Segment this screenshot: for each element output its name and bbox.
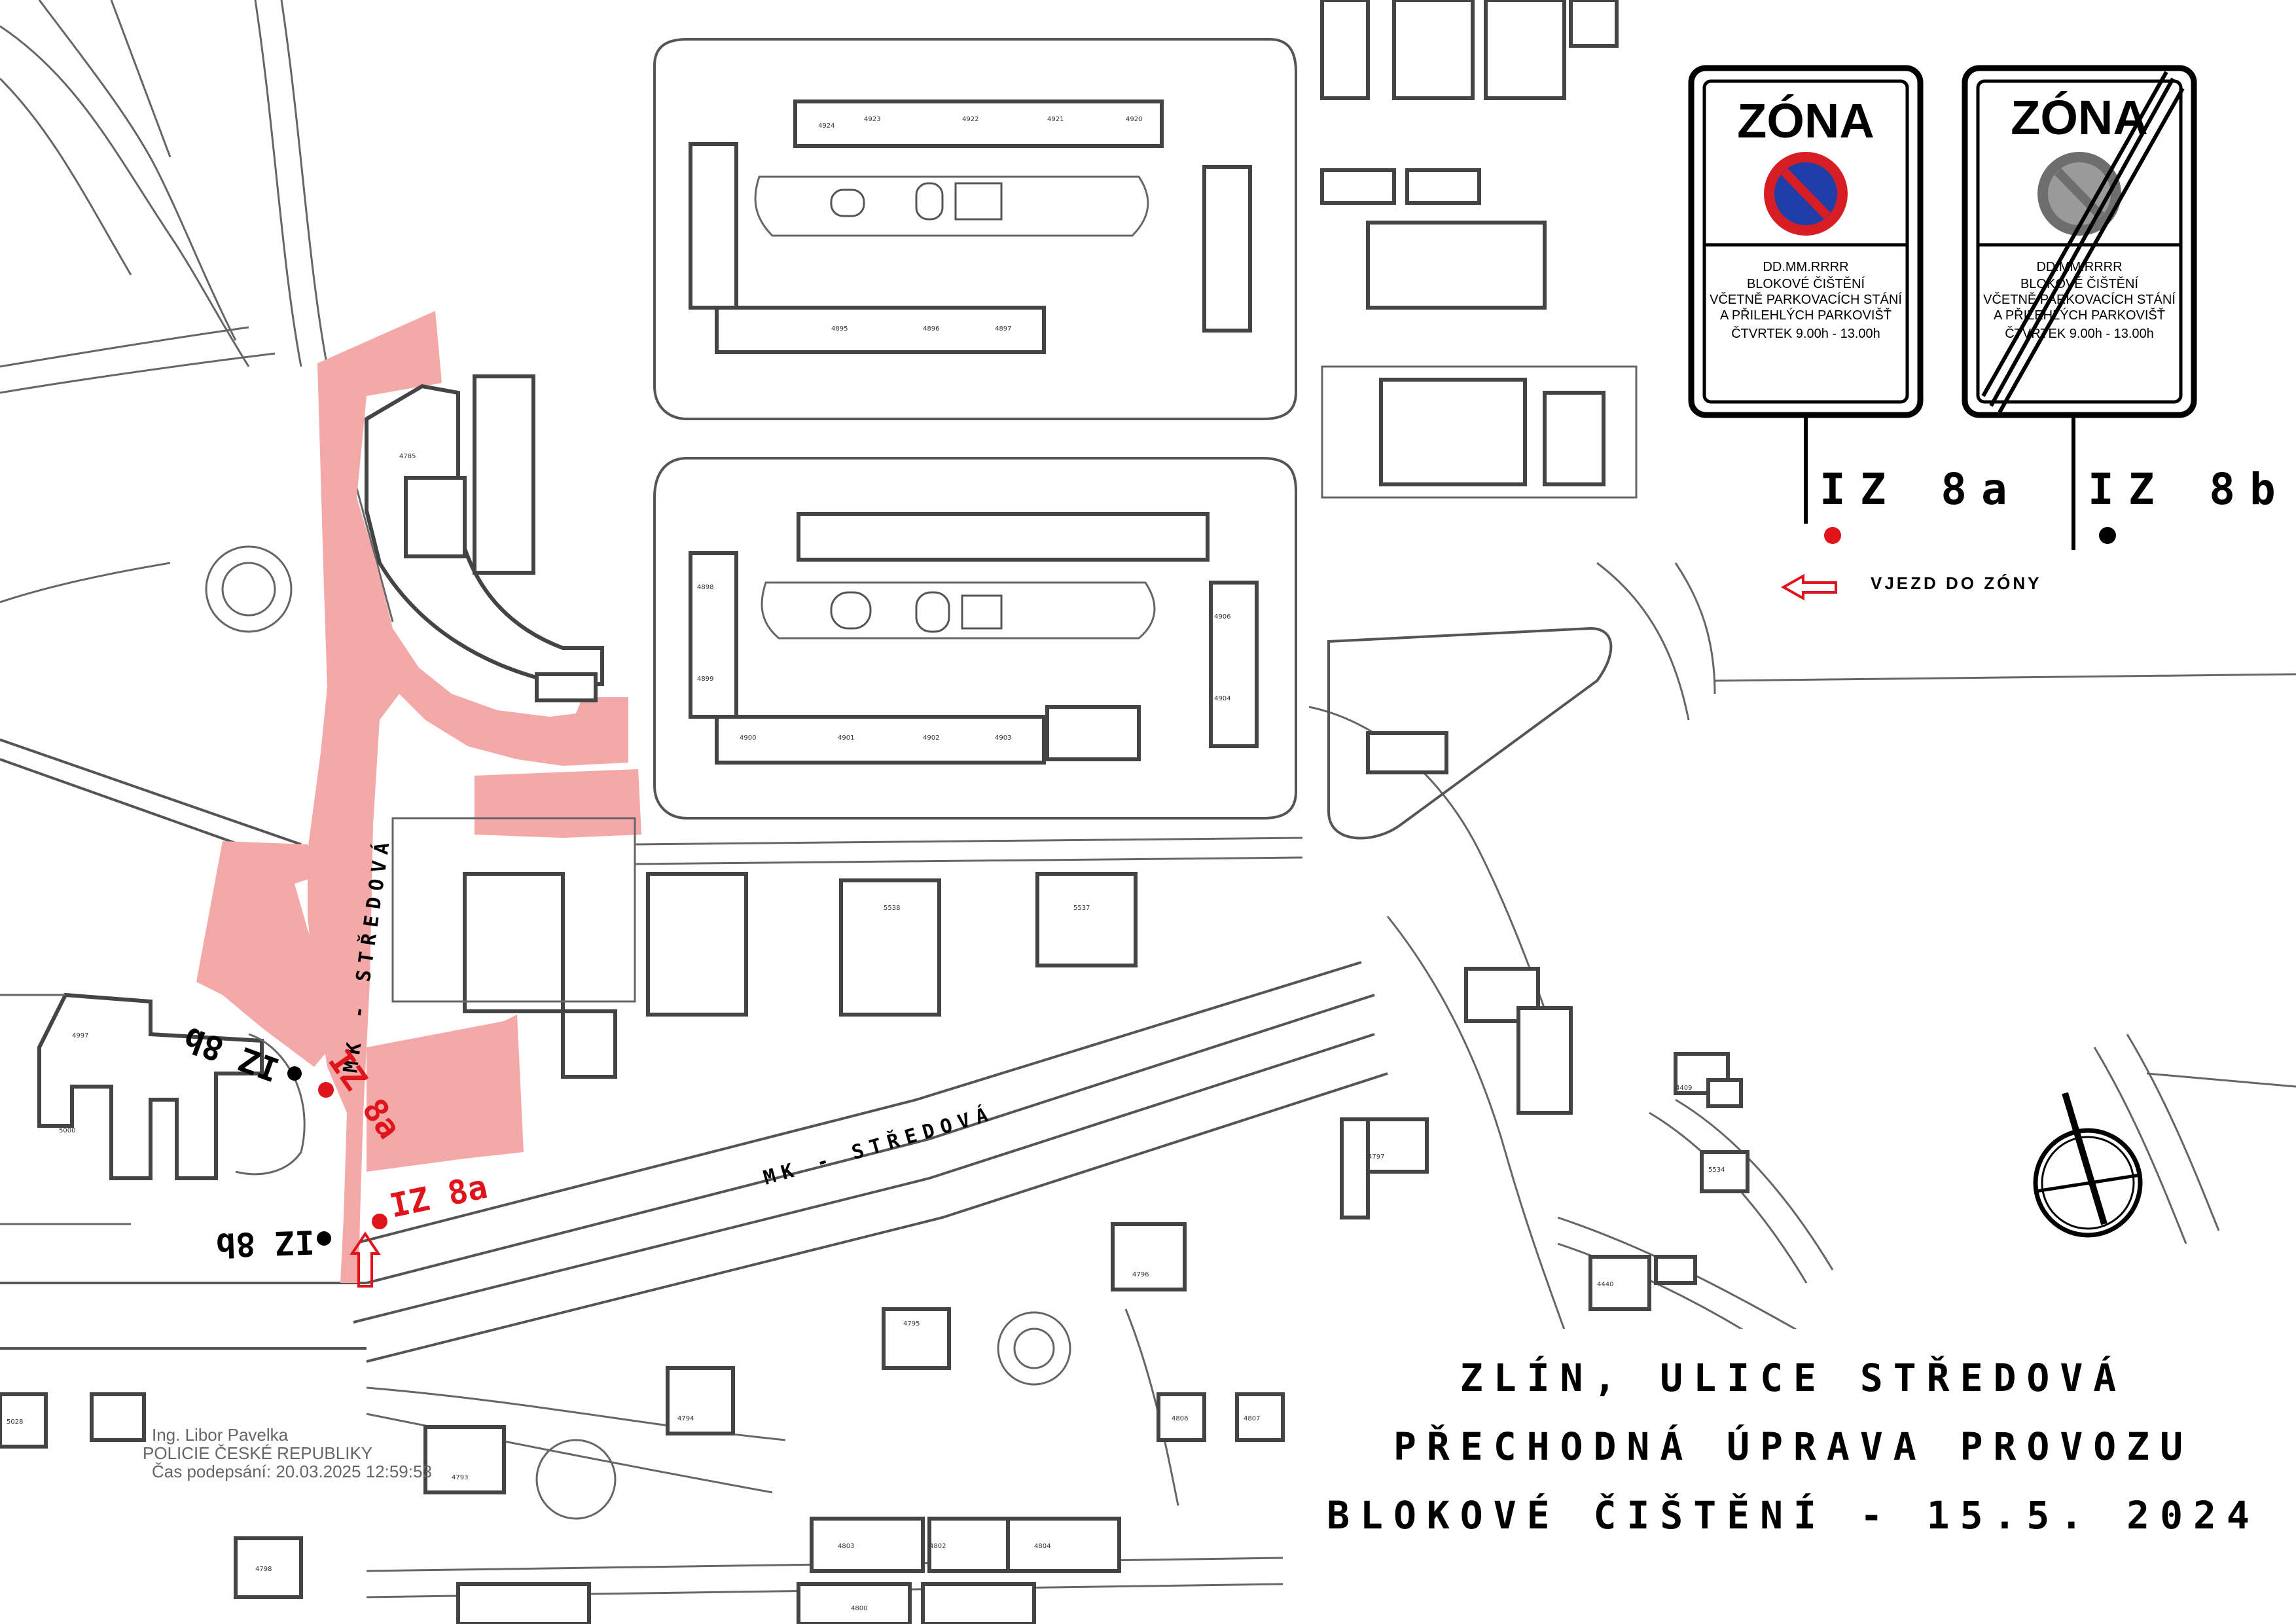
building-number: 4806	[1172, 1415, 1188, 1422]
building-number: 5000	[59, 1127, 75, 1134]
building-number: 4900	[740, 734, 756, 742]
building-number: 4901	[838, 734, 854, 742]
digital-signature: Ing. Libor Pavelka POLICIE ČESKÉ REPUBLI…	[143, 1425, 432, 1481]
building-number: 4923	[864, 116, 880, 123]
building-number: 4803	[838, 1543, 854, 1550]
sign-exit-line: VČETNĚ PARKOVACÍCH STÁNÍ	[1983, 292, 2176, 307]
sign-entry: ZÓNA DD.MM.RRRR BLOKOVÉ ČIŠTĚNÍ VČETNĚ P…	[1688, 65, 2022, 544]
building-number: 4802	[929, 1543, 946, 1550]
title-line-1: ZLÍN, ULICE STŘEDOVÁ	[1460, 1355, 2126, 1400]
sign-entry-zone-label: ZÓNA	[1737, 94, 1874, 148]
building-number: 5534	[1708, 1166, 1725, 1174]
sign-exit-code: IZ 8b	[2088, 464, 2290, 514]
signature-line: Ing. Libor Pavelka	[152, 1425, 289, 1445]
building-number: 5028	[7, 1418, 23, 1426]
building-number: 4804	[1034, 1543, 1050, 1550]
street-name-horizontal: MK - STŘEDOVÁ	[761, 1101, 997, 1190]
building-number: 5538	[884, 905, 900, 912]
title-line-2: PŘECHODNÁ ÚPRAVA PROVOZU	[1393, 1424, 2193, 1469]
sign-entry-line: DD.MM.RRRR	[1763, 260, 1848, 274]
building-number: 4897	[995, 325, 1011, 333]
sign-exit-dot	[2099, 527, 2116, 544]
iz8a-top-dot	[318, 1082, 334, 1098]
building-number: 4922	[962, 116, 978, 123]
building-number: 4903	[995, 734, 1011, 742]
building-number: 4898	[697, 584, 713, 591]
cleaning-zone-area	[196, 311, 641, 1283]
north-arrow-icon	[2033, 1092, 2143, 1238]
title-line-3: BLOKOVÉ ČIŠTĚNÍ - 15.5. 2024	[1327, 1492, 2260, 1538]
legend-entry-text: VJEZD DO ZÓNY	[1871, 573, 2041, 593]
iz8b-bottom-label: IZ 8b	[215, 1223, 315, 1264]
iz8a-bottom-label: IZ 8a	[386, 1168, 490, 1225]
building-number: 4899	[697, 676, 713, 683]
building-number: 4793	[452, 1474, 468, 1481]
sign-entry-code: IZ 8a	[1820, 464, 2022, 514]
sign-entry-line: ČTVRTEK 9.00h - 13.00h	[1731, 326, 1880, 341]
building-number: 4920	[1126, 116, 1142, 123]
building-number: 4409	[1676, 1085, 1692, 1092]
sign-exit-zone-label: ZÓNA	[2011, 90, 2148, 145]
building-number: 4797	[1368, 1153, 1384, 1161]
building-number: 4440	[1597, 1281, 1613, 1288]
legend-arrow-icon	[1780, 573, 1837, 601]
sign-exit: ZÓNA DD.MM.RRRR BLOKOVÉ ČIŠTĚNÍ VČETNĚ P…	[1962, 65, 2290, 550]
building-number: 4997	[72, 1032, 88, 1039]
title-block: ZLÍN, ULICE STŘEDOVÁ PŘECHODNÁ ÚPRAVA PR…	[1291, 1329, 2296, 1624]
building-number: 4924	[818, 122, 834, 130]
signature-line: Čas podepsání: 20.03.2025 12:59:53	[152, 1462, 432, 1481]
buildings	[0, 0, 1749, 1624]
iz8b-top-dot	[287, 1066, 302, 1081]
building-number: 4895	[831, 325, 848, 333]
building-number: 4807	[1244, 1415, 1260, 1422]
legend-entry: VJEZD DO ZÓNY	[1780, 573, 2041, 601]
building-number: 4785	[399, 453, 416, 460]
building-number: 4794	[677, 1415, 694, 1422]
sign-entry-dot	[1824, 527, 1841, 544]
building-number: 4795	[903, 1320, 920, 1327]
building-number: 4798	[255, 1566, 272, 1573]
building-number: 5537	[1073, 905, 1090, 912]
building-number: 4904	[1214, 695, 1230, 702]
sign-exit-line: A PŘILEHLÝCH PARKOVIŠŤ	[1994, 308, 2165, 323]
building-number: 4902	[923, 734, 939, 742]
sign-exit-line: BLOKOVÉ ČIŠTĚNÍ	[2020, 276, 2138, 291]
building-number: 4921	[1047, 116, 1064, 123]
signature-line: POLICIE ČESKÉ REPUBLIKY	[143, 1443, 372, 1463]
iz8b-bottom-dot	[317, 1231, 331, 1246]
sign-entry-line: A PŘILEHLÝCH PARKOVIŠŤ	[1720, 308, 1892, 323]
sign-entry-line: VČETNĚ PARKOVACÍCH STÁNÍ	[1710, 292, 1902, 307]
building-number: 4796	[1132, 1271, 1149, 1278]
building-number: 4896	[923, 325, 939, 333]
building-number-labels: 4923 4922 4921 4920 4924 4895 4896 4897 …	[7, 116, 1725, 1612]
entry-arrow-icon	[350, 1231, 381, 1288]
building-number: 4800	[851, 1605, 867, 1612]
sign-entry-line: BLOKOVÉ ČIŠTĚNÍ	[1747, 276, 1865, 291]
building-number: 4906	[1214, 613, 1230, 621]
iz8a-bottom-dot	[372, 1214, 387, 1229]
